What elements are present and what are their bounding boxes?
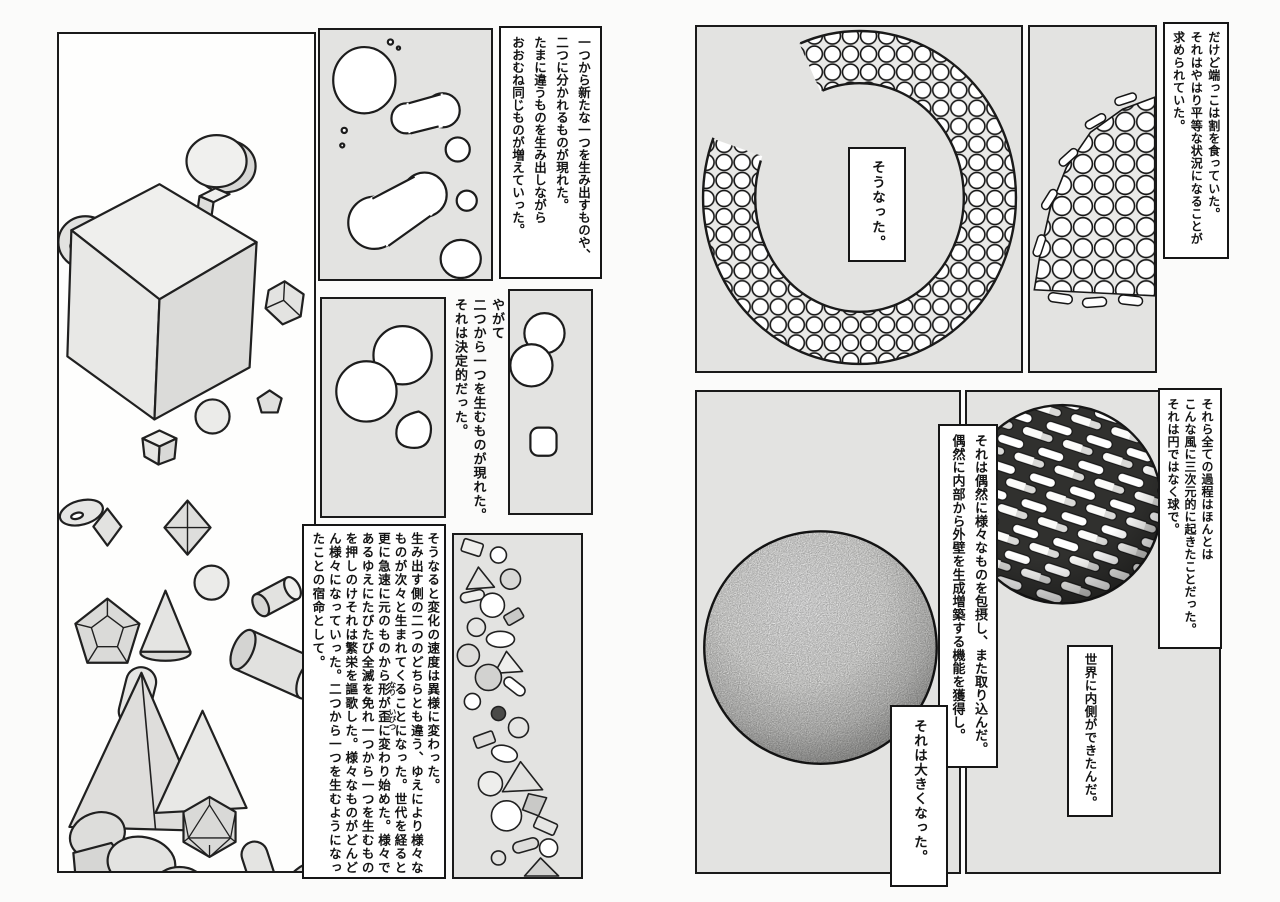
speech-text: そうなった。 [869,159,885,250]
cluster-of-small-solids-drawing [456,537,560,877]
narration-column: こんな風に三次元的に起きたことだった。 [1183,398,1197,636]
narration-column: 更に急速に元のものから形が歪に変わり始めた。様々で [376,532,392,875]
dividing-cell-blobs-drawing [332,38,482,279]
panel-solid-cluster [452,533,583,879]
panel-geometric-solids [57,32,316,873]
speech-column: それは偶然に様々なものを包摂し、また取り込んだ。 [972,434,987,756]
speech-box-housetsu: それは偶然に様々なものを包摂し、また取り込んだ。 偶然に内部から外壁を生成増築す… [938,424,998,768]
narration-column: を押しのけそれは繁栄を謳歌した。様々なものがどんど [343,532,359,875]
ring-of-cells-drawing [701,29,1018,366]
narration-column: あるゆえにたびたび全滅を免れ一つから一つを生むもの [359,532,375,875]
large-shaded-sphere-drawing [703,530,938,765]
narration-column: 生み出す側の二つのどちらとも違う、ゆえにより様々な [408,532,424,875]
speech-box-sekai: 世界に内側ができたんだ。 [1067,645,1113,817]
narration-column: だけど端っこは割を食っていた。 [1206,31,1221,220]
narration-column: やがて [489,298,504,340]
pile-of-cells-drawing [1032,92,1155,309]
panel-merging-cells [508,289,593,515]
merging-cell-pair-drawing [510,311,566,457]
narration-column: そうなると変化の速度は異様に変わった。 [425,532,441,793]
touching-cell-pair-drawing [335,325,433,449]
narration-column: 二つから一つを生むものが現れた。 [470,298,486,522]
speech-box-ookiku: それは大きくなった。 [890,705,948,887]
panel-dividing-cells [318,28,493,281]
speech-text: 世界に内側ができたんだ。 [1082,653,1098,809]
narration-column: 一つから新たな一つを生み出すものや、 [576,36,591,261]
narration-column: それは円ではなく球で。 [1166,398,1180,536]
narration-column: たまに違うものを生み出しながら [532,36,547,224]
narration-box-bottom-left-page: そうなると変化の速度は異様に変わった。 生み出す側の二つのどちらとも違う、ゆえに… [302,524,446,879]
narration-column: たことの宿命として。 [310,532,326,669]
narration-column: 求められていた。 [1171,31,1186,132]
furigana-ibitsu: いびつ [388,708,397,731]
narration-column: おおむね同じものが増えていった。 [510,36,525,236]
speech-text: それは大きくなった。 [911,719,927,864]
narration-column: それら全ての過程はほんとは [1200,398,1214,561]
narration-box-top-right-left-page: 一つから新たな一つを生み出すものや、 二つに分かれるものが現れた。 たまに違うも… [499,26,602,279]
narration-middle: やがて 二つから一つを生むものが現れた。 それは決定的だった。 [447,298,505,528]
narration-column: 二つに分かれるものが現れた。 [554,36,569,211]
narration-box-top-right-right-page: だけど端っこは割を食っていた。 それはやはり平等な状況になることが 求められてい… [1163,22,1229,259]
furigana-kata: なり [388,681,397,696]
narration-box-mid-right: それら全ての過程はほんとは こんな風に三次元的に起きたことだった。 それは円では… [1158,388,1222,649]
geometric-solids-drawing [59,134,314,871]
panel-touching-cells [320,297,446,518]
speech-box-sou-natta: そうなった。 [848,147,906,262]
narration-column: それはやはり平等な状況になることが [1189,31,1204,246]
sphere-of-rod-cells-drawing [967,403,1163,605]
narration-column: ものが次々と生まれてくることになった。世代を経ると [392,532,408,875]
speech-column: 偶然に内部から外壁を生成増築する機能を獲得し。 [949,434,965,743]
narration-column: ん様々になっていった。二つから一つを生むようになっ [326,532,342,875]
narration-column: それは決定的だった。 [452,298,467,438]
panel-cell-pile [1028,25,1157,373]
